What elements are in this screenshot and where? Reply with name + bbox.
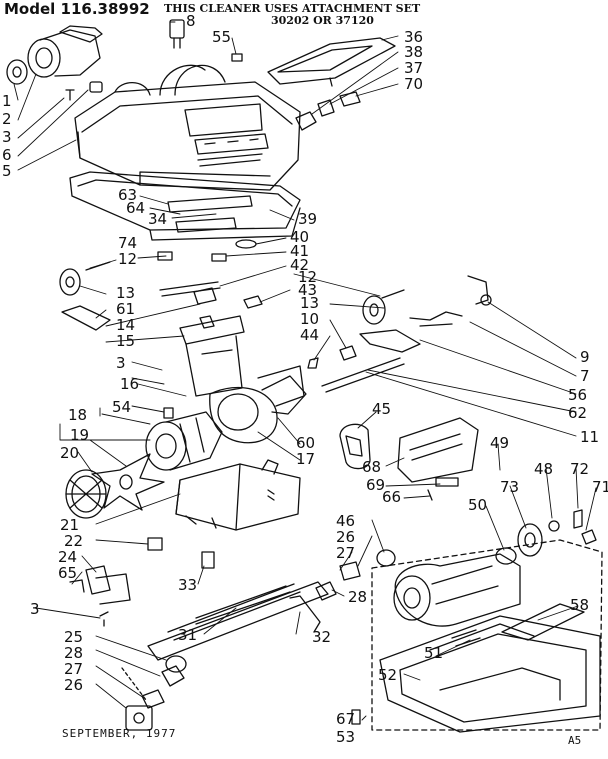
callout-3c: 3 — [30, 600, 40, 618]
callout-49: 49 — [490, 434, 509, 452]
callout-16: 16 — [120, 375, 139, 393]
callout-3b: 3 — [116, 354, 126, 372]
callout-65: 65 — [58, 564, 77, 582]
brushroll-assembly — [121, 549, 396, 731]
callout-5: 5 — [2, 162, 12, 180]
callout-17: 17 — [296, 450, 315, 468]
callout-73: 73 — [500, 478, 519, 496]
callout-15: 15 — [116, 332, 135, 350]
height-adjuster — [159, 281, 421, 397]
callout-27b: 27 — [64, 660, 83, 678]
motor-fan-group — [65, 365, 307, 519]
callout-labels: 1 2 3 6 5 8 55 36 38 37 70 63 64 34 39 4… — [2, 12, 608, 746]
callout-62: 62 — [568, 404, 587, 422]
callout-3: 3 — [2, 128, 12, 146]
callout-45: 45 — [372, 400, 391, 418]
callout-18: 18 — [68, 406, 87, 424]
top-cover-36 — [169, 19, 396, 131]
callout-26b: 26 — [64, 676, 83, 694]
callout-12b: 12 — [298, 268, 317, 286]
callout-54: 54 — [112, 398, 131, 416]
callout-63: 63 — [118, 186, 137, 204]
callout-60: 60 — [296, 434, 315, 452]
callout-69: 69 — [366, 476, 385, 494]
callout-67: 67 — [336, 710, 355, 728]
callout-53: 53 — [336, 728, 355, 746]
callout-43: 43 — [298, 281, 317, 299]
callout-72: 72 — [570, 460, 589, 478]
callout-37: 37 — [404, 59, 423, 77]
leader-lines — [13, 21, 597, 721]
callout-22: 22 — [64, 532, 83, 550]
callout-8: 8 — [186, 12, 196, 30]
attachment-note: THIS CLEANER USES ATTACHMENT SET — [164, 2, 421, 15]
callout-1: 1 — [2, 92, 12, 110]
callout-61: 61 — [116, 300, 135, 318]
headlight-parts — [6, 25, 103, 101]
callout-25: 25 — [64, 628, 83, 646]
callout-39: 39 — [298, 210, 317, 228]
publication-date: SEPTEMBER, 1977 — [62, 727, 177, 740]
callout-50: 50 — [468, 496, 487, 514]
callout-40: 40 — [290, 228, 309, 246]
model-title: Model 116.38992 — [4, 0, 150, 18]
attachment-set-numbers: 30202 OR 37120 — [271, 14, 374, 27]
callout-74: 74 — [118, 234, 137, 252]
callout-2: 2 — [2, 110, 12, 128]
callout-32: 32 — [312, 628, 331, 646]
callout-36: 36 — [404, 28, 423, 46]
callout-14: 14 — [116, 316, 135, 334]
hood-assembly — [74, 64, 301, 191]
callout-31: 31 — [178, 626, 197, 644]
callout-38: 38 — [404, 43, 423, 61]
callout-11: 11 — [580, 428, 599, 446]
page-code: A5 — [568, 734, 582, 747]
callout-13a: 13 — [116, 284, 135, 302]
callout-13b: 13 — [300, 294, 319, 312]
callout-44: 44 — [300, 326, 319, 344]
wheel-assemblies — [59, 261, 492, 331]
callout-41: 41 — [290, 242, 309, 260]
bumper-plate — [69, 171, 301, 262]
motor-and-base-pan — [351, 509, 603, 733]
callout-27a: 27 — [336, 544, 355, 562]
callout-66: 66 — [382, 488, 401, 506]
callout-28b: 28 — [64, 644, 83, 662]
callout-33: 33 — [178, 576, 197, 594]
callout-7: 7 — [580, 367, 590, 385]
callout-21: 21 — [60, 516, 79, 534]
callout-34: 34 — [148, 210, 167, 228]
callout-51: 51 — [424, 644, 443, 662]
callout-28a: 28 — [348, 588, 367, 606]
callout-52: 52 — [378, 666, 397, 684]
callout-26a: 26 — [336, 528, 355, 546]
callout-71: 71 — [592, 478, 608, 496]
callout-48: 48 — [534, 460, 553, 478]
callout-46: 46 — [336, 512, 355, 530]
callout-9: 9 — [580, 348, 590, 366]
callout-68: 68 — [362, 458, 381, 476]
callout-12a: 12 — [118, 250, 137, 268]
callout-24: 24 — [58, 548, 77, 566]
callout-42: 42 — [290, 256, 309, 274]
callout-64: 64 — [126, 199, 145, 217]
callout-6: 6 — [2, 146, 12, 164]
callout-56: 56 — [568, 386, 587, 404]
callout-10: 10 — [300, 310, 319, 328]
callout-58: 58 — [570, 596, 589, 614]
callout-19: 19 — [70, 426, 89, 444]
callout-55: 55 — [212, 28, 231, 46]
callout-70: 70 — [404, 75, 423, 93]
callout-20: 20 — [60, 444, 79, 462]
belt-and-bracket — [339, 417, 479, 501]
